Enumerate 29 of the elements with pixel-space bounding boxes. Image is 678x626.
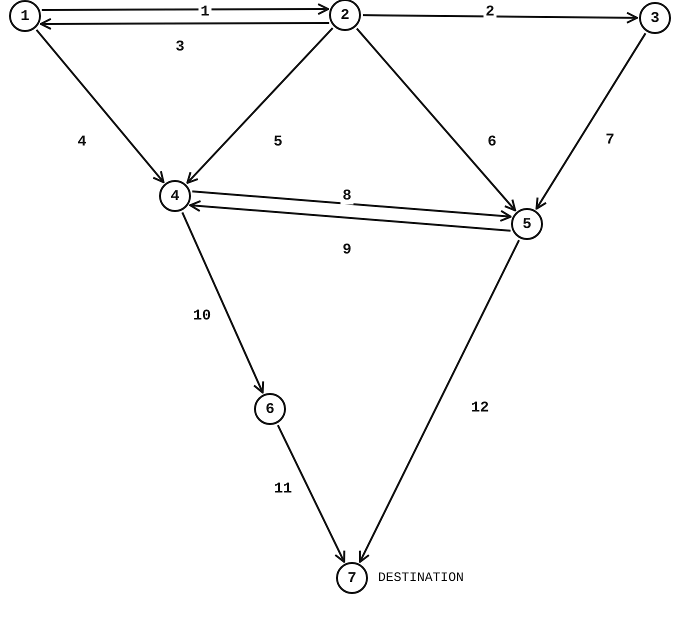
arrow bbox=[186, 27, 334, 184]
arrow bbox=[358, 240, 520, 563]
arrow bbox=[536, 32, 646, 210]
arrow bbox=[192, 190, 512, 222]
edge-label: 8 bbox=[340, 188, 354, 204]
node-number: 7 bbox=[347, 570, 356, 586]
arrow bbox=[356, 28, 516, 212]
arrow bbox=[36, 29, 164, 184]
node-circle bbox=[254, 393, 286, 425]
node-number: 6 bbox=[265, 400, 274, 418]
edge-label: 2 bbox=[484, 4, 496, 20]
node-number: 3 bbox=[650, 10, 660, 26]
node-circle bbox=[159, 180, 191, 212]
node-number: 4 bbox=[170, 188, 180, 204]
node-caption: DESTINATION bbox=[378, 570, 464, 585]
node-circle bbox=[639, 2, 671, 34]
node-circle bbox=[336, 562, 368, 594]
arrow bbox=[42, 3, 330, 16]
arrow bbox=[276, 424, 346, 563]
node-circle bbox=[329, 0, 361, 31]
node-number: 2 bbox=[340, 6, 350, 24]
arrow bbox=[189, 200, 511, 232]
node-circle bbox=[9, 0, 41, 32]
node-number: 1 bbox=[20, 8, 30, 24]
arrow bbox=[363, 12, 638, 24]
node-circle bbox=[511, 208, 543, 240]
arrow bbox=[181, 212, 264, 394]
node-number: 5 bbox=[522, 216, 532, 232]
arrow bbox=[40, 18, 330, 30]
